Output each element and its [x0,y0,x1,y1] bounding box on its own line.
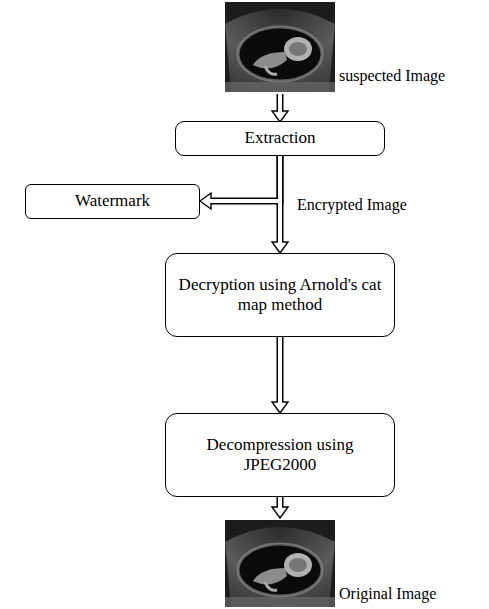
box-label: Extraction [245,128,316,148]
flow-arrow [272,497,288,518]
flow-arrow [278,337,282,405]
output-box: Watermark [25,184,200,219]
flow-arrow [209,156,281,202]
ultrasound-image [225,2,335,92]
flow-arrow [272,94,288,122]
process-box: Decryption using Arnold's cat map method [165,253,395,337]
flow-arrow [210,156,280,202]
flow-arrow [278,156,282,245]
image-caption: Original Image [338,584,437,603]
edge-label: Encrypted Image [296,195,408,214]
box-label: Watermark [75,191,150,211]
box-label: Decryption using Arnold's cat map method [178,275,382,316]
ultrasound-image [225,520,335,607]
process-box: Decompression using JPEG2000 [165,413,395,497]
process-box: Extraction [175,121,385,156]
box-label: Decompression using JPEG2000 [178,435,382,476]
image-caption: suspected Image [338,66,446,85]
